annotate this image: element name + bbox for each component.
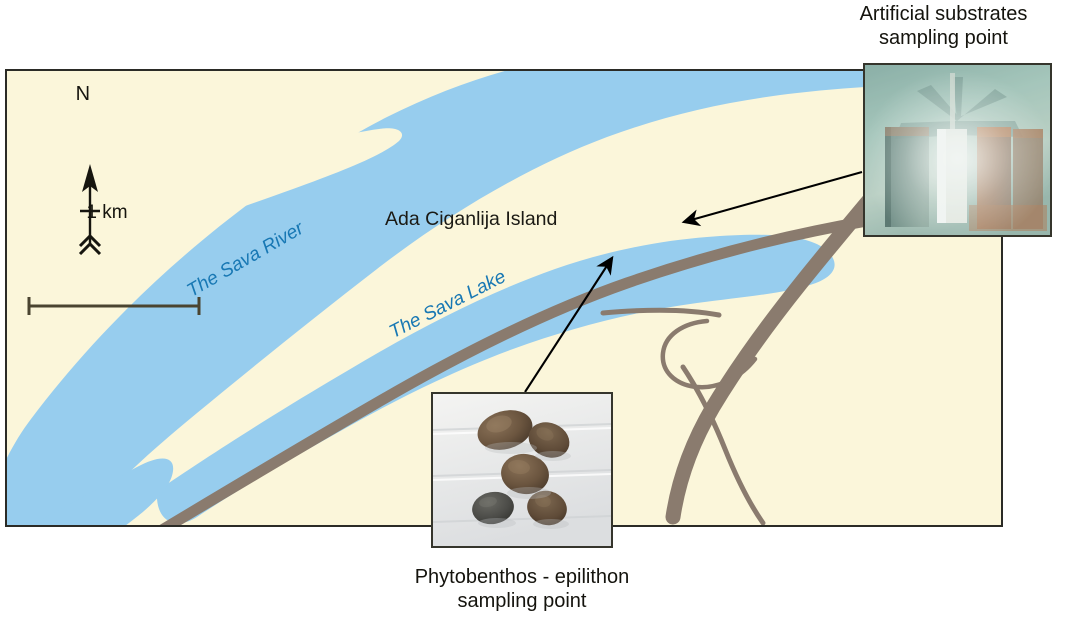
sava-lake-southwest-segment xyxy=(30,458,174,525)
branch-road xyxy=(680,364,766,525)
photo-phytobenthos-epilithon xyxy=(431,392,613,548)
scale-bar-label: 1 km xyxy=(86,202,128,223)
river-lowerleft-notch xyxy=(79,519,107,525)
photo-artificial-substrates xyxy=(863,63,1052,237)
lakeshore-road xyxy=(600,307,722,318)
map-frame xyxy=(5,69,1003,527)
scale-bar xyxy=(27,297,201,315)
river-inner-island xyxy=(74,128,403,254)
interchange-loop-ramp xyxy=(660,318,758,390)
artificial-substrates-image xyxy=(865,65,1050,235)
map-graphic xyxy=(7,71,1001,525)
epilithon-stones-image xyxy=(433,394,611,546)
north-arrow-icon xyxy=(78,164,102,256)
sava-river-water xyxy=(7,71,1001,525)
north-arrow-label: N xyxy=(75,83,91,105)
sava-lake-water xyxy=(156,234,835,524)
caption-phytobenthos-epilithon: Phytobenthos - epilithon sampling point xyxy=(414,566,630,613)
caption-artificial-substrates: Artificial substrates sampling point xyxy=(859,3,1028,50)
main-road xyxy=(159,215,873,525)
